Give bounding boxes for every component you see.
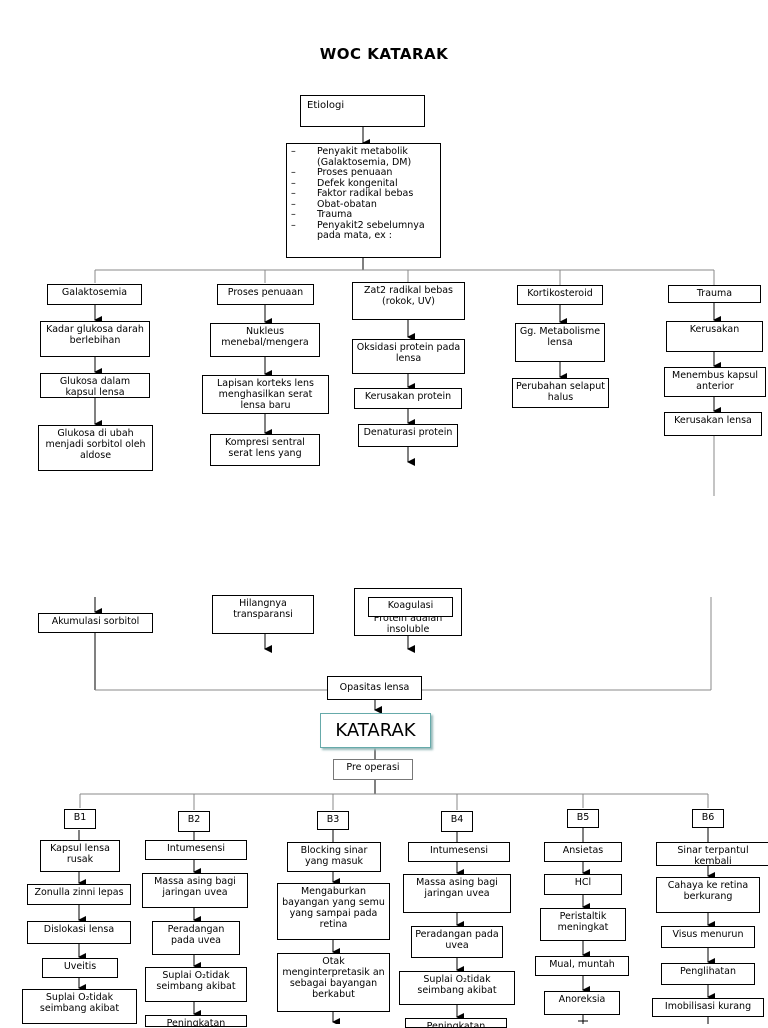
b6-cahaya-box: Cahaya ke retina berkurang: [656, 877, 760, 913]
lapisan-korteks-box: Lapisan korteks lens menghasilkan serat …: [202, 375, 329, 414]
b6-visus-box: Visus menurun: [661, 926, 755, 948]
nukleus-box: Nukleus menebal/mengera: [210, 323, 320, 357]
b4-peradangan-box: Peradangan pada uvea: [411, 926, 503, 958]
b1-zonulla-box: Zonulla zinni lepas: [27, 884, 131, 905]
cause-item: – Trauma: [291, 209, 436, 221]
b2-massa-asing-box: Massa asing bagi jaringan uvea: [142, 873, 248, 908]
cause-text: Proses penuaan: [317, 167, 393, 178]
b6-imobilisasi-box: Imobilisasi kurang: [652, 998, 764, 1017]
b3-mengaburkan-box: Mengaburkan bayangan yang semu yang samp…: [277, 883, 390, 940]
gg-metabolisme-box: Gg. Metabolisme lensa: [515, 323, 605, 362]
galaktosemia-box: Galaktosemia: [47, 284, 142, 305]
cause-text: Trauma: [317, 209, 353, 220]
zat-radikal-box: Zat2 radikal bebas (rokok, UV): [352, 282, 465, 320]
b4-massa-asing-box: Massa asing bagi jaringan uvea: [403, 874, 511, 913]
kerusakan-box: Kerusakan: [666, 321, 763, 352]
menembus-kapsul-box: Menembus kapsul anterior: [664, 367, 766, 397]
dash-mark: –: [291, 146, 296, 157]
cause-item: – Obat-obatan: [291, 198, 436, 211]
denaturasi-box: Denaturasi protein: [358, 424, 458, 447]
katarak-box: KATARAK: [320, 713, 431, 748]
kerusakan-protein-box: Kerusakan protein: [354, 388, 462, 409]
b2-peningkatan-box: Peningkatan: [145, 1015, 247, 1027]
dash-mark: –: [291, 167, 296, 178]
perubahan-selaput-box: Perubahan selaput halus: [512, 378, 609, 408]
b4-peningkatan-box: Peningkatan: [405, 1018, 507, 1028]
pre-operasi-box: Pre operasi: [333, 759, 413, 780]
opasitas-lensa-box: Opasitas lensa: [327, 676, 422, 700]
dash-mark: –: [291, 198, 296, 210]
b5-peristaltik-box: Peristaltik meningkat: [540, 908, 626, 941]
cause-item: – Faktor radikal bebas: [291, 188, 436, 200]
b4-box: B4: [441, 811, 473, 832]
b5-hcl-box: HCl: [544, 874, 622, 895]
glukosa-sorbitol-box: Glukosa di ubah menjadi sorbitol oleh al…: [38, 425, 153, 471]
glukosa-kapsul-box: Glukosa dalam kapsul lensa meningkat: [40, 373, 150, 398]
kompresi-sentral-box: Kompresi sentral serat lens yang: [210, 434, 320, 466]
dash-mark: –: [291, 188, 296, 199]
cause-text: Defek kongenital: [317, 177, 398, 189]
b6-penglihatan-box: Penglihatan: [661, 963, 755, 985]
oksidasi-protein-box: Oksidasi protein pada lensa: [352, 339, 465, 374]
b2-suplai-box: Suplai O₂tidak seimbang akibat: [145, 967, 247, 1002]
b2-peradangan-box: Peradangan pada uvea: [152, 921, 240, 955]
b5-box: B5: [567, 809, 599, 828]
b1-kapsul-lensa-box: Kapsul lensa rusak: [40, 840, 120, 872]
kerusakan-lensa-box: Kerusakan lensa: [664, 412, 762, 436]
b5-mual-box: Mual, muntah: [535, 956, 629, 976]
hilangnya-transparansi-box: Hilangnya transparansi: [212, 595, 314, 634]
b3-box: B3: [317, 811, 349, 830]
b1-uveitis-box: Uveitis: [42, 958, 118, 978]
b1-suplai-box: Suplai O₂tidak seimbang akibat: [22, 989, 137, 1024]
cause-text: Faktor radikal bebas: [317, 188, 414, 199]
dash-mark: –: [291, 209, 296, 220]
b2-box: B2: [178, 811, 210, 832]
b4-suplai-box: Suplai O₂tidak seimbang akibat: [399, 971, 515, 1005]
b5-anoreksia-box: Anoreksia: [544, 991, 620, 1015]
b2-intumesensi-box: Intumesensi: [145, 840, 247, 860]
kadar-glukosa-box: Kadar glukosa darah berlebihan: [40, 321, 150, 357]
b6-box: B6: [692, 809, 724, 828]
b4-intumesensi-box: Intumesensi: [408, 842, 510, 862]
kortikosteroid-box: Kortikosteroid: [517, 285, 603, 305]
b5-ansietas-box: Ansietas: [544, 842, 622, 862]
cause-item: – Proses penuaan: [291, 167, 436, 179]
b3-blocking-box: Blocking sinar yang masuk: [287, 842, 381, 872]
b6-sinar-box: Sinar terpantul kembali: [656, 842, 768, 866]
cause-item: – Defek kongenital: [291, 177, 436, 190]
cause-text: Penyakit metabolik (Galaktosemia, DM): [317, 146, 412, 168]
etiologi-box: Etiologi: [300, 95, 425, 127]
b1-dislokasi-box: Dislokasi lensa: [27, 921, 131, 944]
proses-penuaan-box: Proses penuaan: [217, 284, 314, 305]
dash-mark: –: [291, 219, 296, 231]
cause-text: Penyakit2 sebelumnya pada mata, ex :: [317, 219, 425, 241]
cause-item: – Penyakit2 sebelumnya pada mata, ex :: [291, 219, 436, 242]
koagulasi-box: Koagulasi: [368, 597, 453, 617]
b3-otak-box: Otak menginterpretasik an sebagai bayang…: [277, 953, 390, 1012]
akumulasi-sorbitol-box: Akumulasi sorbitol: [38, 613, 153, 633]
etiologi-causes-box: – Penyakit metabolik (Galaktosemia, DM) –…: [286, 143, 441, 258]
cause-item: – Penyakit metabolik (Galaktosemia, DM): [291, 146, 436, 168]
page-title: WOC KATARAK: [319, 45, 449, 63]
cause-text: Obat-obatan: [317, 198, 377, 210]
b1-box: B1: [64, 809, 96, 829]
dash-mark: –: [291, 177, 296, 189]
trauma-box: Trauma: [668, 285, 761, 303]
